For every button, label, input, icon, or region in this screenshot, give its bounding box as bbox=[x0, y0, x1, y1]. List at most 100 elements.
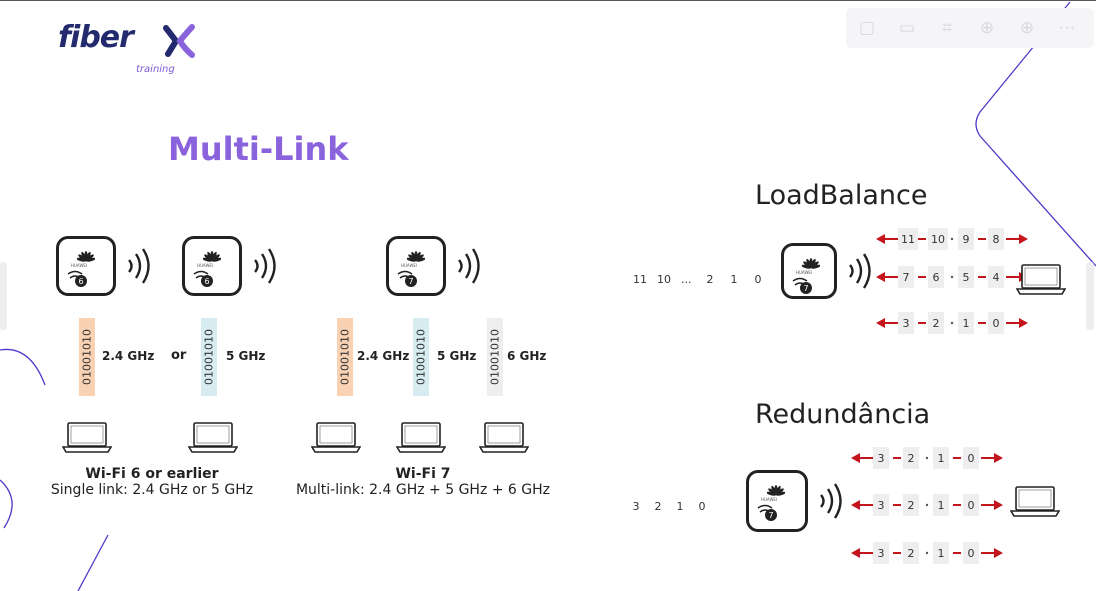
lb-link-packet: 4 bbox=[988, 266, 1004, 288]
laptop-icon bbox=[479, 422, 529, 453]
lb-queue-packet: 2 bbox=[706, 272, 714, 286]
link-separator bbox=[925, 551, 929, 555]
wifi6-subtitle: Single link: 2.4 GHz or 5 GHz bbox=[50, 482, 254, 498]
ap-brand-text: HUAWEI bbox=[71, 263, 88, 268]
lb-link-packet: 1 bbox=[958, 312, 974, 334]
lb-link-packet: 0 bbox=[988, 312, 1004, 334]
huawei-logo-icon bbox=[802, 258, 820, 269]
link-separator bbox=[893, 504, 901, 506]
link-separator bbox=[953, 552, 961, 554]
link-separator bbox=[925, 503, 929, 507]
slide-toolbar: ▢▭⌗⊕⊕⋯ bbox=[846, 8, 1094, 48]
more-icon: ⋯ bbox=[1058, 18, 1076, 38]
arrow-right-icon bbox=[981, 500, 1003, 510]
freq-label-4: 6 GHz bbox=[507, 349, 547, 363]
freq-label-1: 5 GHz bbox=[226, 349, 266, 363]
band-bar-3: 01001010 bbox=[413, 318, 429, 396]
link-separator bbox=[953, 504, 961, 506]
link-separator bbox=[978, 322, 986, 324]
lb-link-packet: 10 bbox=[928, 228, 948, 250]
arrow-left-icon bbox=[876, 234, 898, 244]
arrow-right-icon bbox=[981, 453, 1003, 463]
wifi7-title: Wi-Fi 7 bbox=[395, 466, 451, 482]
rd-link-packet: 1 bbox=[933, 542, 949, 564]
access-point: HUAWEI 6 bbox=[56, 236, 116, 296]
laptop-icon bbox=[62, 422, 112, 453]
lb-queue-packet: ... bbox=[681, 272, 692, 286]
rd-link-packet: 3 bbox=[873, 542, 889, 564]
link-separator bbox=[950, 321, 954, 325]
link-separator bbox=[925, 456, 929, 460]
lb-link-packet: 6 bbox=[928, 266, 944, 288]
wifi-signal-icon bbox=[128, 248, 150, 284]
link-separator bbox=[953, 457, 961, 459]
comment-icon: ▢ bbox=[858, 18, 876, 38]
lb-link-packet: 3 bbox=[898, 312, 914, 334]
ap-brand-text: HUAWEI bbox=[796, 270, 813, 275]
svg-text:7: 7 bbox=[803, 284, 808, 293]
link-separator bbox=[950, 237, 954, 241]
band-bar-2: 01001010 bbox=[337, 318, 353, 396]
wifi-6-badge-icon: 6 bbox=[67, 270, 87, 287]
lb-queue-packet: 10 bbox=[657, 272, 671, 286]
link-separator bbox=[918, 238, 926, 240]
lb-link-packet: 2 bbox=[928, 312, 944, 334]
huawei-logo-icon bbox=[203, 251, 221, 262]
rd-queue-packet: 1 bbox=[676, 499, 684, 513]
brand-name: fiber bbox=[58, 20, 134, 55]
binary-text: 01001010 bbox=[338, 329, 352, 385]
lb-queue-packet: 11 bbox=[633, 272, 647, 286]
wifi-7-badge-icon: 7 bbox=[397, 270, 417, 287]
rd-link-packet: 0 bbox=[963, 447, 979, 469]
huawei-logo-icon bbox=[77, 251, 95, 262]
access-point: HUAWEI 7 bbox=[386, 236, 446, 296]
laptop-icon bbox=[396, 422, 446, 453]
freq-label-2: 2.4 GHz bbox=[357, 349, 410, 363]
arrow-left-icon bbox=[851, 453, 873, 463]
wifi-7-badge-icon: 7 bbox=[792, 277, 812, 294]
rd-link-packet: 0 bbox=[963, 542, 979, 564]
huawei-logo-icon bbox=[767, 485, 785, 496]
wifi-signal-icon bbox=[254, 248, 276, 284]
page-title: Multi-Link bbox=[168, 130, 349, 168]
huawei-logo-icon bbox=[407, 251, 425, 262]
wifi-6-badge-icon: 6 bbox=[193, 270, 213, 287]
brand-logo: fiber training bbox=[58, 20, 195, 75]
rd-queue-packet: 0 bbox=[698, 499, 706, 513]
wifi-signal-icon bbox=[820, 483, 842, 519]
or-label: or bbox=[171, 348, 187, 363]
loadbalance-title: LoadBalance bbox=[755, 180, 928, 211]
rd-link-packet: 3 bbox=[873, 494, 889, 516]
link-separator bbox=[918, 322, 926, 324]
svg-text:6: 6 bbox=[78, 277, 83, 286]
rd-link-packet: 3 bbox=[873, 447, 889, 469]
crop-icon: ⌗ bbox=[942, 18, 952, 38]
link-separator bbox=[950, 275, 954, 279]
band-bar-0: 01001010 bbox=[79, 318, 95, 396]
arrow-right-icon bbox=[1006, 318, 1028, 328]
lb-link-packet: 7 bbox=[898, 266, 914, 288]
link-separator bbox=[893, 552, 901, 554]
ap-brand-text: HUAWEI bbox=[401, 263, 418, 268]
svg-text:6: 6 bbox=[204, 277, 209, 286]
arrow-left-icon bbox=[876, 272, 898, 282]
rd-link-packet: 2 bbox=[903, 447, 919, 469]
lb-link-packet: 11 bbox=[898, 228, 918, 250]
rd-queue-packet: 3 bbox=[632, 499, 640, 513]
arrow-left-icon bbox=[876, 318, 898, 328]
rd-queue-packet: 2 bbox=[654, 499, 662, 513]
binary-text: 01001010 bbox=[488, 329, 502, 385]
binary-text: 01001010 bbox=[80, 329, 94, 385]
link-separator bbox=[893, 457, 901, 459]
wifi-signal-icon bbox=[849, 253, 871, 289]
rd-link-packet: 1 bbox=[933, 447, 949, 469]
freq-label-3: 5 GHz bbox=[437, 349, 477, 363]
link-separator bbox=[918, 276, 926, 278]
add-icon: ⊕ bbox=[1019, 18, 1035, 38]
arrow-left-icon bbox=[851, 548, 873, 558]
rd-link-packet: 2 bbox=[903, 494, 919, 516]
redundancia-title: Redundância bbox=[755, 399, 931, 430]
link-separator bbox=[978, 238, 986, 240]
